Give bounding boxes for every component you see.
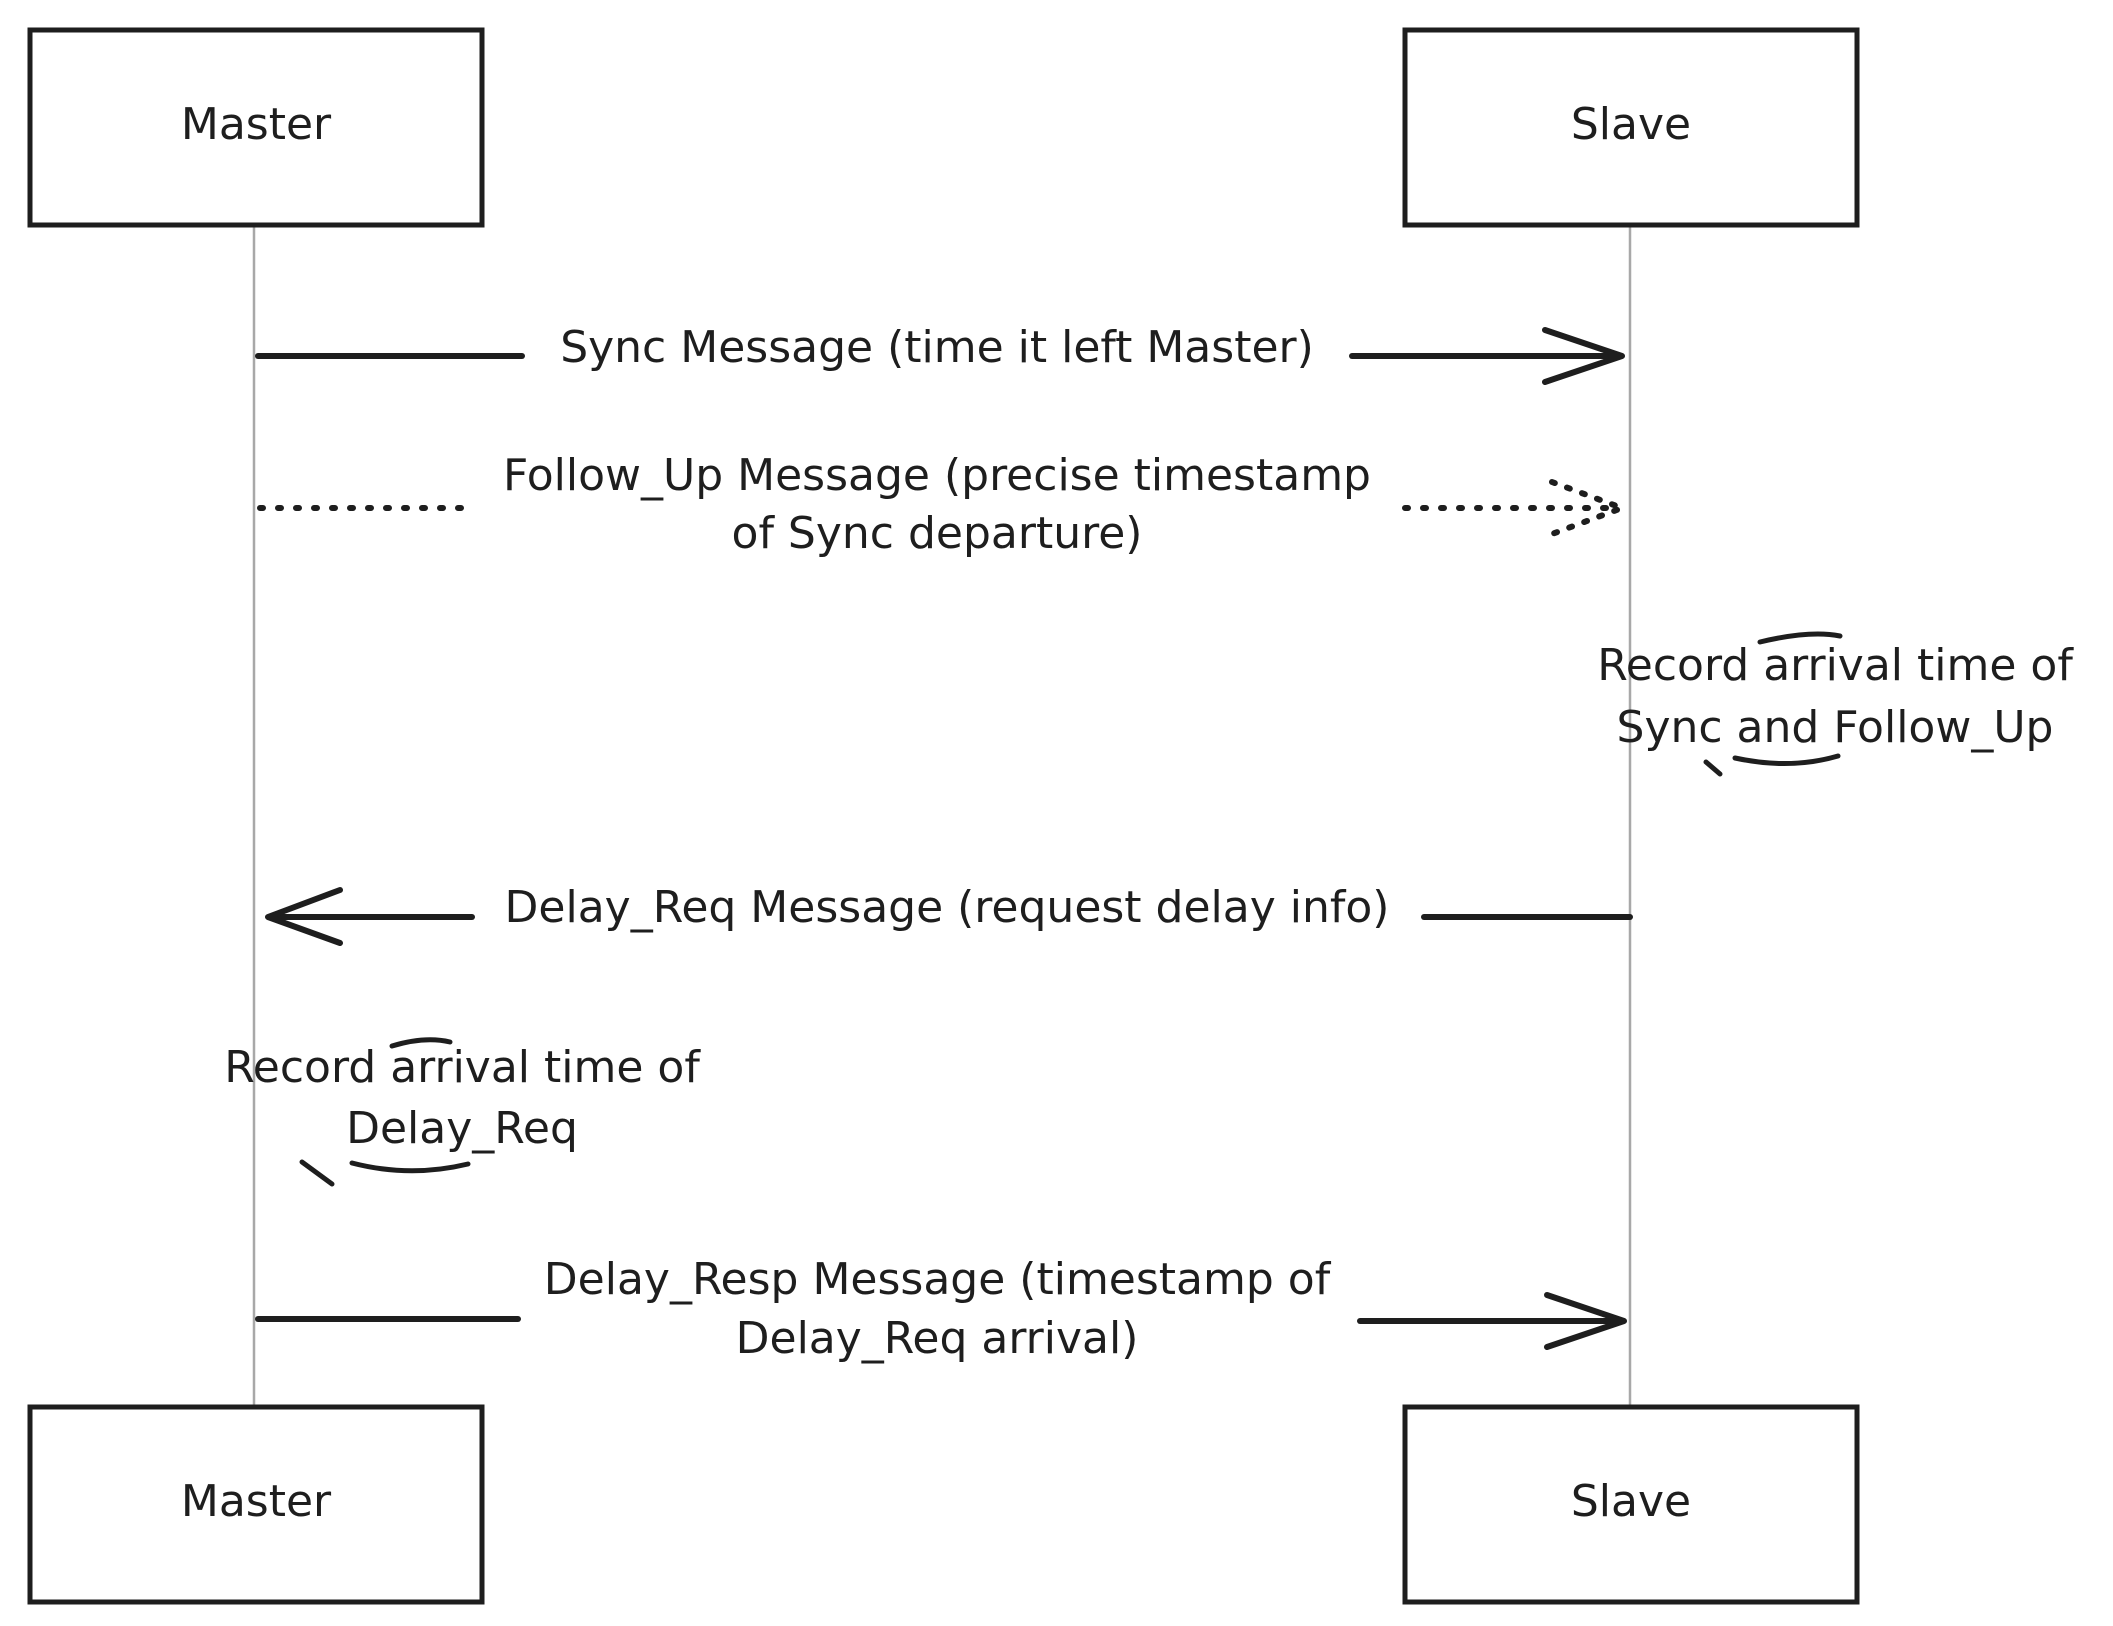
delay-resp-message-label-line-1: Delay_Resp Message (timestamp of — [544, 1254, 1332, 1305]
slave-participant-bottom: Slave — [1402, 1404, 1860, 1605]
delay-resp-message: Delay_Resp Message (timestamp of Delay_R… — [255, 1254, 1627, 1364]
master-self-arrow-bottom — [349, 1160, 471, 1174]
master-note: Record arrival time of Delay_Req — [224, 1037, 701, 1187]
slave-participant-bottom-label: Slave — [1571, 1476, 1691, 1527]
master-self-arrow-top — [389, 1037, 453, 1049]
delay-req-message-label: Delay_Req Message (request delay info) — [505, 882, 1390, 933]
master-participant-bottom: Master — [27, 1404, 485, 1605]
slave-note-label-line-1: Record arrival time of — [1597, 640, 2074, 691]
slave-participant-top: Slave — [1402, 27, 1860, 228]
slave-self-arrow-bottom — [1732, 753, 1841, 767]
master-note-label-line-1: Record arrival time of — [224, 1042, 701, 1093]
sync-message-label: Sync Message (time it left Master) — [560, 322, 1314, 373]
delay-req-arrowhead — [265, 887, 343, 946]
master-participant-top: Master — [27, 27, 485, 228]
follow-up-message-label-line-2: of Sync departure) — [732, 508, 1143, 559]
master-note-label-line-2: Delay_Req — [346, 1103, 578, 1154]
delay-req-message: Delay_Req Message (request delay info) — [265, 882, 1633, 946]
delay-resp-arrowhead — [1544, 1292, 1627, 1350]
slave-note-label-line-2: Sync and Follow_Up — [1617, 702, 2054, 753]
slave-note: Record arrival time of Sync and Follow_U… — [1597, 631, 2074, 777]
master-participant-bottom-label: Master — [181, 1476, 332, 1527]
follow-up-message: Follow_Up Message (precise timestamp of … — [257, 450, 1625, 559]
delay-resp-message-label-line-2: Delay_Req arrival) — [736, 1313, 1139, 1364]
follow-up-message-label-line-1: Follow_Up Message (precise timestamp — [503, 450, 1371, 501]
master-participant-top-label: Master — [181, 99, 332, 150]
sync-message: Sync Message (time it left Master) — [255, 322, 1625, 385]
slave-self-arrow-top — [1757, 631, 1843, 645]
sync-arrowhead — [1542, 327, 1625, 385]
slave-participant-top-label: Slave — [1571, 99, 1691, 150]
